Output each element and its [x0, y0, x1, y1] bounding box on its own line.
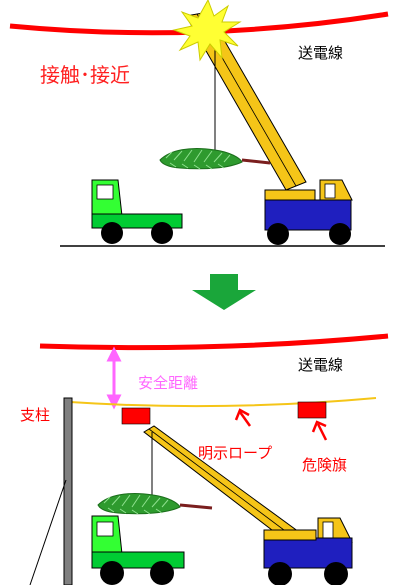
top-scene: 接触･接近 送電線 [9, 0, 389, 247]
flag-label: 危険旗 [302, 456, 347, 474]
power-line-label-top: 送電線 [298, 44, 343, 62]
power-line-label-bottom: 送電線 [298, 356, 343, 374]
safe-distance-label: 安全距離 [138, 374, 198, 392]
danger-flag-right [297, 401, 327, 419]
contact-label: 接触･接近 [40, 63, 130, 87]
marker-rope [69, 397, 377, 408]
crane-truck-top [264, 179, 353, 245]
truck-top [91, 179, 183, 244]
spark-icon [172, 0, 242, 62]
tree-load-top [159, 147, 243, 170]
danger-flag-left [121, 407, 151, 425]
pole-guy-wire [29, 479, 67, 585]
support-pole [63, 397, 73, 585]
rope-pointer-icon [234, 408, 252, 427]
power-line-bottom [39, 333, 389, 351]
bottom-scene: 送電線 安全距離 支柱 明示ロープ 危険旗 [20, 333, 389, 585]
flag-pointer-icon [311, 420, 328, 441]
arrow-down-icon [192, 274, 256, 310]
tree-load-bottom [97, 492, 181, 515]
rope-label: 明示ロープ [198, 444, 272, 462]
crane-truck-bottom [263, 517, 353, 585]
truck-bottom [91, 515, 185, 585]
pole-label: 支柱 [20, 406, 50, 424]
